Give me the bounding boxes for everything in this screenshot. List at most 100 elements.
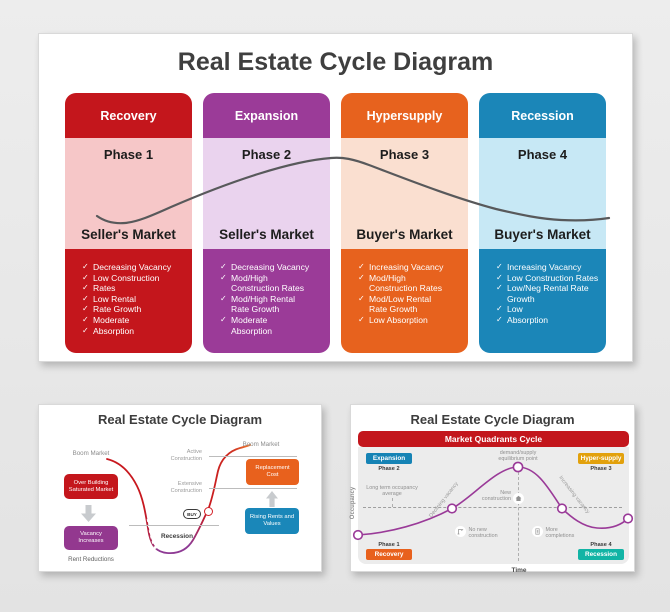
list-item: ✓Mod/Low Rental Rate Growth: [358, 293, 432, 315]
replacement-cost-box: Replacement Cost: [246, 459, 299, 485]
phase-4-label: Phase 4: [590, 542, 612, 548]
check-icon: ✓: [82, 325, 89, 335]
list-item: ✓Decreasing Vacancy: [82, 262, 172, 272]
document-icon: [531, 525, 543, 537]
market-label: Buyer's Market: [356, 227, 453, 242]
more-completions-label: More completions: [545, 526, 575, 539]
hyper-supply-badge: Hyper-supply: [578, 453, 624, 464]
market-label: Seller's Market: [81, 227, 176, 242]
column-header-label: Recession: [511, 108, 574, 123]
market-label: Seller's Market: [219, 227, 314, 242]
check-icon: ✓: [496, 272, 503, 282]
phase-label: Phase 3: [379, 147, 430, 162]
phase-column-expansion: Expansion Phase 2 Seller's Market ✓Decre…: [203, 93, 330, 353]
list-item: ✓Absorption: [82, 325, 135, 336]
phase-column-recovery: Recovery Phase 1 Seller's Market ✓Decrea…: [65, 93, 192, 353]
list-item: ✓Mod/High Rental Rate Growth: [220, 293, 296, 315]
list-item: ✓Low/Neg Rental Rate Growth: [496, 283, 589, 304]
cycle-slide: Real Estate Cycle Diagram Boom Market Bo…: [38, 404, 322, 572]
quadrant-slide: Real Estate Cycle Diagram Market Quadran…: [350, 404, 635, 574]
check-icon: ✓: [220, 272, 227, 282]
column-header: Hypersupply: [341, 93, 468, 138]
check-icon: ✓: [358, 314, 365, 324]
check-icon: ✓: [220, 314, 227, 324]
slide-title: Real Estate Cycle Diagram: [97, 412, 263, 427]
occupancy-axis-label: Occupancy: [350, 486, 356, 520]
boom-market-label-left: Boom Market: [72, 450, 110, 457]
column-header-label: Expansion: [234, 108, 299, 123]
column-body: Phase 2 Seller's Market: [203, 138, 330, 249]
column-body: Phase 1 Seller's Market: [65, 138, 192, 249]
equilibrium-drop-line: [518, 472, 519, 561]
recovery-badge: Recovery: [366, 549, 412, 560]
list-item: ✓Low Construction: [82, 272, 160, 283]
check-icon: ✓: [82, 283, 89, 293]
slide-title: Real Estate Cycle Diagram: [410, 412, 575, 427]
active-construction-line: [209, 456, 297, 457]
down-arrow-icon: [81, 505, 96, 522]
column-footer: ✓Decreasing Vacancy ✓Low Construction ✓R…: [65, 249, 192, 353]
column-header: Recovery: [65, 93, 192, 138]
check-icon: ✓: [496, 262, 503, 271]
banner: Market Quadrants Cycle: [358, 431, 629, 447]
cycle-point-marker: [204, 507, 213, 516]
check-icon: ✓: [358, 272, 365, 282]
rent-reductions-label: Rent Reductions: [68, 556, 114, 563]
phase-2-label: Phase 2: [378, 465, 400, 472]
column-body: Phase 4 Buyer's Market: [479, 138, 606, 249]
list-item: ✓Rate Growth: [82, 304, 142, 315]
check-icon: ✓: [82, 293, 89, 303]
expansion-badge: Expansion: [366, 453, 412, 464]
check-icon: ✓: [220, 262, 227, 271]
phase-label: Phase 4: [517, 147, 568, 162]
phase-label: Phase 1: [103, 147, 154, 162]
column-body: Phase 3 Buyer's Market: [341, 138, 468, 249]
market-label: Buyer's Market: [494, 227, 591, 242]
crane-icon: [454, 525, 466, 537]
list-item: ✓Low Construction Rates: [496, 272, 599, 283]
phase-1-label: Phase 1: [378, 542, 400, 548]
main-slide: Real Estate Cycle Diagram Recovery Phase…: [38, 33, 633, 362]
list-item: ✓Mod/High Construction Rates: [220, 272, 305, 294]
check-icon: ✓: [82, 272, 89, 282]
column-header-label: Recovery: [100, 108, 157, 123]
up-arrow-icon: [266, 491, 278, 507]
list-item: ✓Moderate: [82, 314, 130, 325]
list-item: ✓Low Absorption: [358, 314, 428, 325]
list-item: ✓Increasing Vacancy: [358, 262, 444, 272]
check-icon: ✓: [220, 293, 227, 303]
over-building-box: Over Building Saturated Market: [64, 474, 118, 499]
check-icon: ✓: [496, 283, 503, 293]
time-axis-label: Time: [511, 567, 527, 574]
buy-badge: BUY: [183, 509, 201, 519]
phase-column-recession: Recession Phase 4 Buyer's Market ✓Increa…: [479, 93, 606, 353]
house-icon: [512, 492, 524, 504]
column-header: Recession: [479, 93, 606, 138]
column-header-label: Hypersupply: [366, 108, 443, 123]
check-icon: ✓: [496, 304, 503, 314]
check-icon: ✓: [82, 304, 89, 314]
list-item: ✓Moderate Absorption: [220, 314, 273, 336]
extensive-construction-line: [209, 488, 297, 489]
check-icon: ✓: [496, 314, 503, 324]
phase-column-hypersupply: Hypersupply Phase 3 Buyer's Market ✓Incr…: [341, 93, 468, 353]
list-item: ✓Low Rental: [82, 293, 136, 304]
list-item: ✓Increasing Vacancy: [496, 262, 582, 272]
recession-badge: Recession: [578, 549, 624, 560]
check-icon: ✓: [358, 262, 365, 271]
active-construction-label: Active Construction: [170, 449, 202, 462]
recession-line: [129, 525, 219, 526]
column-footer: ✓Increasing Vacancy ✓Mod/High Constructi…: [341, 249, 468, 353]
equilibrium-label: demand/supply equilibrium point: [498, 449, 538, 462]
check-icon: ✓: [82, 314, 89, 324]
list-item: ✓Rates: [82, 283, 116, 294]
list-item: ✓Absorption: [496, 314, 549, 325]
average-tick-line: [392, 498, 393, 507]
check-icon: ✓: [358, 293, 365, 303]
column-footer: ✓Decreasing Vacancy ✓Mod/High Constructi…: [203, 249, 330, 353]
column-header: Expansion: [203, 93, 330, 138]
no-new-construction-label: No new construction: [468, 526, 498, 539]
phase-label: Phase 2: [241, 147, 292, 162]
slide-title: Real Estate Cycle Diagram: [177, 48, 494, 76]
